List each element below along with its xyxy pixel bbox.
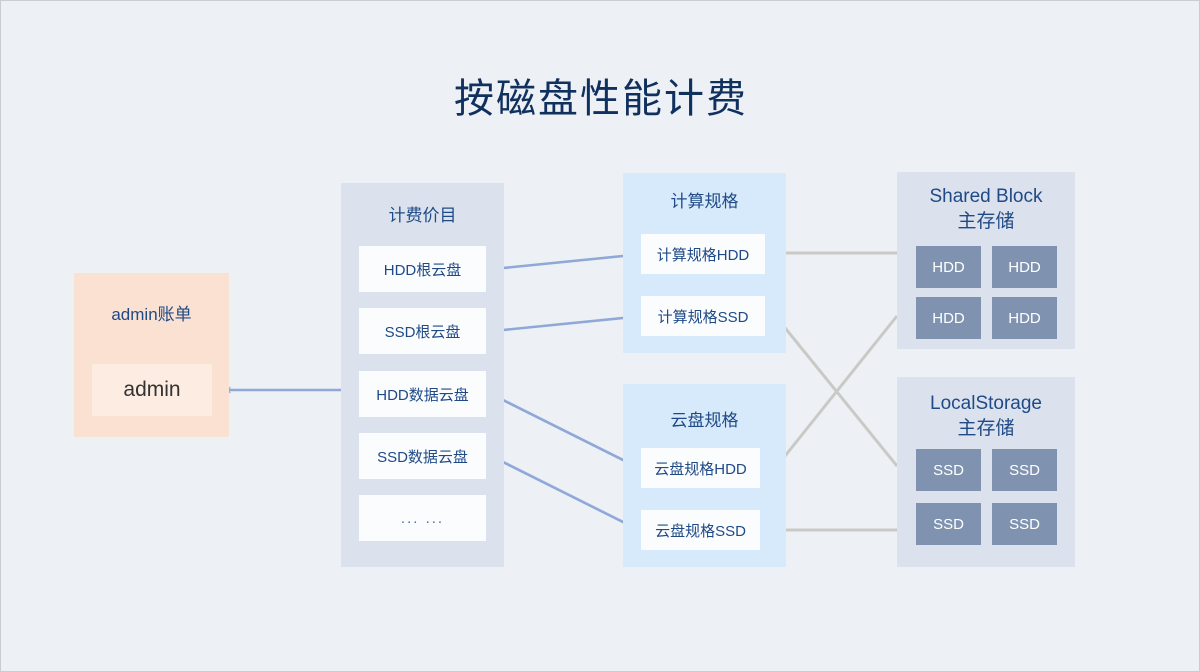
- price-item-ssd-data[interactable]: SSD数据云盘: [359, 433, 486, 479]
- local-storage-disk-4[interactable]: SSD: [992, 503, 1057, 545]
- local-storage-panel-title-line1: LocalStorage: [930, 393, 1042, 414]
- connector-sharedblock-to-disk-hdd: [771, 315, 899, 472]
- shared-block-panel-title-line2: 主存储: [957, 211, 1015, 232]
- compute-spec-panel-title: 计算规格: [670, 192, 739, 211]
- local-storage-disk-2[interactable]: SSD: [992, 449, 1057, 491]
- admin-user-box[interactable]: admin: [92, 364, 212, 416]
- shared-block-disk-2[interactable]: HDD: [992, 246, 1057, 288]
- local-storage-disk-1[interactable]: SSD: [916, 449, 981, 491]
- compute-spec-ssd[interactable]: 计算规格SSD: [641, 296, 765, 336]
- disk-spec-hdd[interactable]: 云盘规格HDD: [641, 448, 760, 488]
- page-title: 按磁盘性能计费: [454, 77, 748, 121]
- price-panel-title: 计费价目: [388, 206, 457, 225]
- disk-spec-panel-title: 云盘规格: [670, 411, 739, 430]
- connector-compute-hdd-to-hdd-root: [492, 252, 644, 272]
- price-item-hdd-root[interactable]: HDD根云盘: [359, 246, 486, 292]
- connector-disk-ssd-to-ssd-data: [492, 455, 642, 533]
- compute-spec-hdd[interactable]: 计算规格HDD: [641, 234, 765, 274]
- local-storage-disk-3[interactable]: SSD: [916, 503, 981, 545]
- account-panel-title: admin账单: [111, 305, 192, 324]
- price-item-ssd-root[interactable]: SSD根云盘: [359, 308, 486, 354]
- shared-block-panel-title-line1: Shared Block: [929, 186, 1043, 207]
- local-storage-panel-title-line2: 主存储: [957, 418, 1015, 439]
- shared-block-disk-3[interactable]: HDD: [916, 297, 981, 339]
- price-item-hdd-data[interactable]: HDD数据云盘: [359, 371, 486, 417]
- disk-spec-ssd[interactable]: 云盘规格SSD: [641, 510, 760, 550]
- shared-block-disk-4[interactable]: HDD: [992, 297, 1057, 339]
- shared-block-disk-1[interactable]: HDD: [916, 246, 981, 288]
- connector-localstorage-to-compute-ssd: [771, 312, 899, 467]
- connector-disk-hdd-to-hdd-data: [492, 393, 642, 471]
- connector-compute-ssd-to-ssd-root: [492, 314, 644, 334]
- price-item-more[interactable]: ... ...: [359, 495, 486, 541]
